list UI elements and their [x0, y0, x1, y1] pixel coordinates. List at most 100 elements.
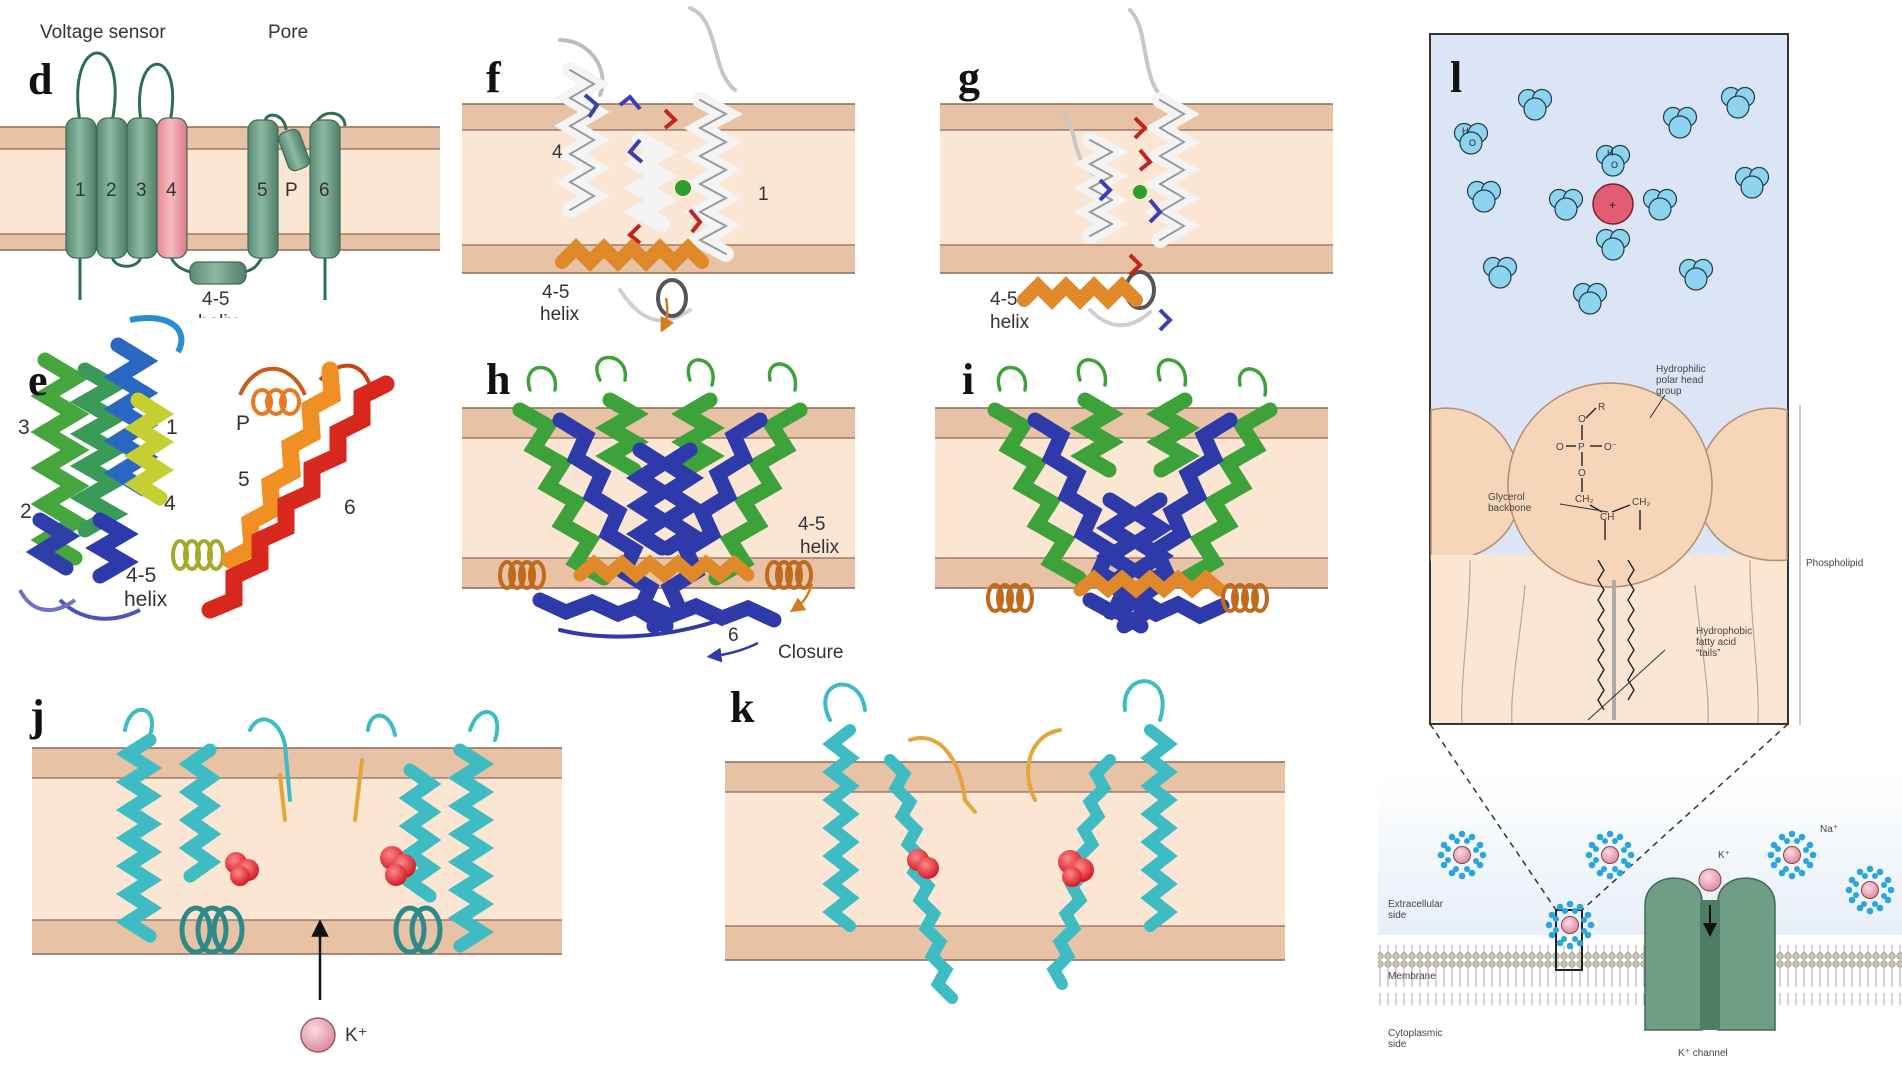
helix-5-label-e: 5	[238, 468, 250, 491]
pore-label: Pore	[268, 22, 308, 43]
cytoplasmic-label-2: side	[1388, 1039, 1407, 1050]
hydrophobic-label-2: fatty acid	[1696, 637, 1736, 648]
hydrophobic-label-1: Hydrophobic	[1696, 626, 1752, 637]
helix-2-label-e: 2	[20, 500, 32, 523]
linker-helix-label-f-2: helix	[540, 304, 580, 325]
label-4-f: 4	[552, 142, 563, 163]
callout-lines-l	[1559, 394, 1801, 725]
chem-CH2-a: CH₂	[1575, 494, 1593, 505]
k-ion-label: K⁺	[345, 1025, 368, 1046]
zoom-box	[1555, 909, 1583, 971]
helix-p-label-e: P	[236, 412, 250, 435]
linker-helix-g	[1017, 276, 1143, 310]
linker-helix-label-g-2: helix	[990, 312, 1030, 333]
panel-d: d Voltage sensor Pore 1 2 3 4 5 P 6 4-5 …	[0, 22, 440, 333]
helix-2-label: 2	[106, 180, 117, 201]
linker-helix-d	[189, 261, 247, 285]
linker-helix-label-f-1: 4-5	[542, 282, 569, 303]
panel-k: k	[725, 679, 1285, 1004]
k-channel-label: K⁺ channel	[1678, 1048, 1728, 1059]
panel-j: j K⁺	[29, 691, 562, 1053]
side-chains-f	[583, 93, 703, 245]
water-h-1: H	[1462, 126, 1469, 136]
helix-1-label-e: 1	[166, 416, 178, 439]
panel-l-bottom: K⁺ Na⁺ Extracellular side Membrane Cytop…	[1378, 723, 1902, 1062]
extracellular-label-2: side	[1388, 910, 1407, 921]
hydrophobic-label-3: “tails”	[1696, 648, 1720, 659]
white-ribbon-g	[1058, 8, 1200, 328]
k-channel-icon	[1644, 868, 1776, 1031]
panel-f-letter: f	[486, 53, 502, 102]
linker-helix-f	[555, 238, 709, 272]
chem-R: R	[1598, 402, 1605, 413]
phospholipid-label: Phospholipid	[1806, 558, 1863, 569]
linker-helix-label-1: 4-5	[202, 289, 229, 310]
water-cluster-l: + H O H O	[1453, 86, 1770, 315]
glycerol-label-2: backbone	[1488, 503, 1532, 514]
hydrophilic-label-2: polar head	[1656, 375, 1703, 386]
helix-p	[278, 128, 310, 172]
membrane-label-l: Membrane	[1388, 971, 1436, 982]
helix-4-label: 4	[166, 180, 177, 201]
extracellular-label-1: Extracellular	[1388, 899, 1444, 910]
water-o-2: O	[1611, 160, 1618, 170]
panel-e: e 3 1 2 4 P 5 6 4-5 helix	[0, 315, 440, 656]
vsd-ribbon-e	[18, 315, 225, 621]
label-6-h: 6	[728, 625, 739, 646]
helix-5-label: 5	[257, 180, 268, 201]
helix-1-label: 1	[75, 180, 86, 201]
linker-helix-label-h-1: 4-5	[798, 514, 825, 535]
helix-6	[309, 119, 341, 259]
arrow-h-orange	[789, 583, 814, 613]
helix-cylinders-d	[65, 117, 341, 285]
tetramer-ribbon-i	[986, 358, 1278, 634]
linker-helix-label-g-1: 4-5	[990, 289, 1017, 310]
helix-4-label-e: 4	[164, 492, 176, 515]
helix-p-label: P	[285, 180, 298, 201]
linker-helix-label-h-2: helix	[800, 537, 840, 558]
chem-CH: CH	[1600, 512, 1614, 523]
membrane-bilayer-i	[935, 407, 1328, 589]
panel-l-letter: l	[1450, 53, 1462, 102]
panel-g: g 4-5 helix	[940, 8, 1333, 333]
arrow-f	[660, 297, 675, 333]
label-1-f: 1	[758, 184, 769, 205]
white-ribbon-f	[554, 6, 743, 323]
cytoplasmic-label-1: Cytoplasmic	[1388, 1028, 1442, 1039]
pore-ribbon-e	[201, 361, 395, 619]
side-chains-g	[1098, 116, 1173, 332]
panel-j-letter: j	[29, 691, 45, 740]
helix-3-label-e: 3	[18, 416, 30, 439]
arrow-h-closure	[706, 641, 759, 663]
na-ion-label-l: Na⁺	[1820, 824, 1838, 835]
panel-l: O R O P O⁻ O CH₂ CH CH₂ + H	[1429, 33, 1863, 725]
chem-labels-l: O R O P O⁻ O CH₂ CH CH₂	[1556, 402, 1650, 523]
phospholipid-heads-l	[1430, 382, 1788, 724]
helix-1	[65, 117, 97, 259]
chem-CH2-b: CH₂	[1632, 497, 1650, 508]
kcsa-ribbon-j	[115, 708, 500, 955]
panel-d-letter: d	[28, 55, 52, 104]
membrane-band-l	[1378, 945, 1902, 1005]
panel-h: h 4-5 helix 6 Closure	[462, 355, 855, 663]
hydrophilic-label-3: group	[1656, 386, 1682, 397]
k-ion-label-l: K⁺	[1718, 850, 1730, 861]
panel-i-letter: i	[962, 355, 974, 404]
water-o-1: O	[1469, 138, 1476, 148]
selectivity-filter-ions-j	[225, 846, 416, 886]
panel-h-letter: h	[486, 355, 510, 404]
linker-helix-label-e-1: 4-5	[126, 564, 156, 587]
chem-O-mid: O	[1578, 468, 1586, 479]
helix-6-label: 6	[319, 180, 330, 201]
chem-O-minus: O⁻	[1604, 442, 1617, 453]
water-h-2: H	[1607, 148, 1614, 158]
helix-3-label: 3	[136, 180, 147, 201]
panel-g-letter: g	[958, 53, 980, 102]
closure-label: Closure	[778, 642, 843, 663]
cation-icon	[1592, 183, 1634, 225]
panel-i: i	[935, 355, 1328, 634]
glycerol-label-1: Glycerol	[1488, 492, 1525, 503]
panel-f: f 4 1 4-5 helix	[462, 6, 855, 333]
chem-O-left: O	[1556, 442, 1564, 453]
